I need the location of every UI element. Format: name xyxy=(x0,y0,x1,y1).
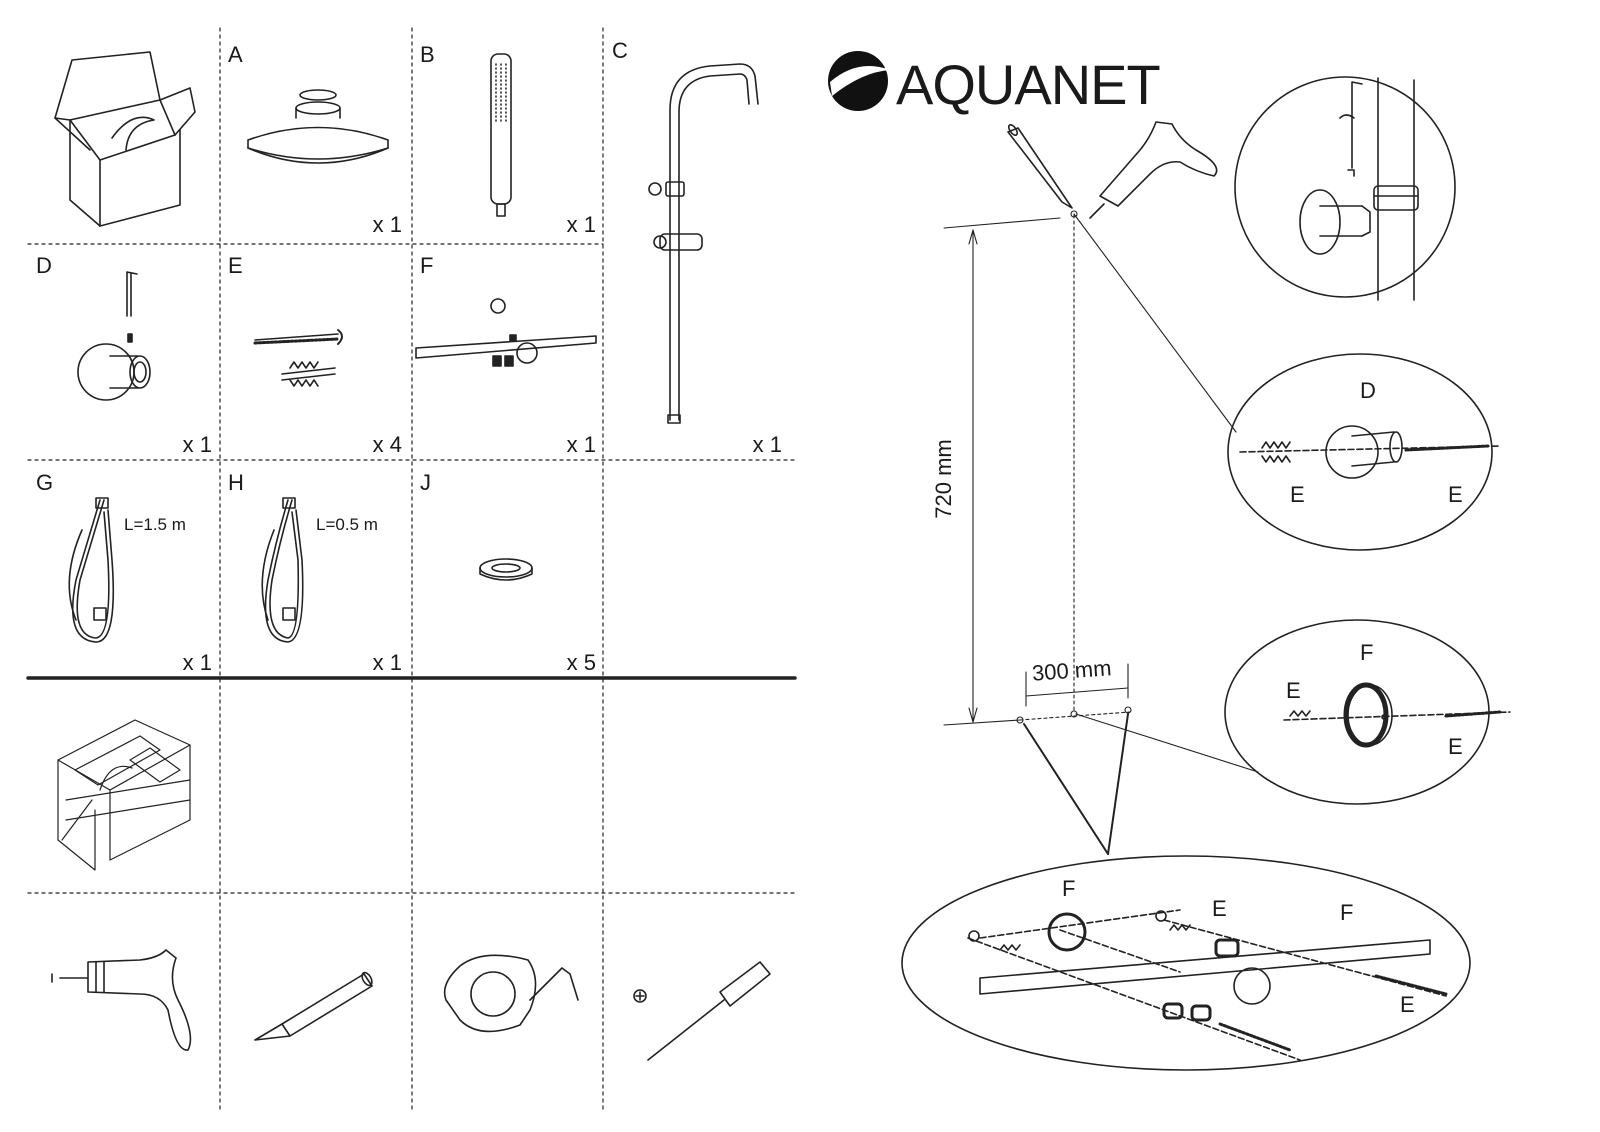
hose-length-g: L=1.5 m xyxy=(124,515,186,534)
screw-anchor-icon xyxy=(253,329,343,387)
marking-pencil-icon xyxy=(1007,123,1073,209)
wall-bracket-icon xyxy=(77,271,151,401)
callout-bar-e-top: E xyxy=(1212,896,1227,921)
qty-f: x 1 xyxy=(566,432,596,457)
part-label-b: B xyxy=(420,42,435,67)
package-box-icon xyxy=(54,51,196,227)
width-dimension: 300 mm xyxy=(1031,655,1113,686)
detail-ellipse-cap xyxy=(1224,619,1511,805)
callout-bar-e-right: E xyxy=(1400,992,1415,1017)
qty-j: x 5 xyxy=(566,650,596,675)
washer-icon xyxy=(479,558,533,581)
shower-head-icon xyxy=(247,89,389,164)
aquanet-logo-icon xyxy=(828,51,890,111)
hand-shower-icon xyxy=(490,53,512,217)
wall-drill-icon xyxy=(1089,121,1218,219)
part-label-d: D xyxy=(36,253,52,278)
hose-length-h: L=0.5 m xyxy=(316,515,378,534)
shower-rail-icon xyxy=(648,63,759,424)
part-label-g: G xyxy=(36,470,54,495)
hose-short-icon xyxy=(261,497,304,643)
height-dimension: 720 mm xyxy=(931,439,956,519)
part-label-a: A xyxy=(228,42,243,67)
brand-name: AQUANET xyxy=(896,53,1161,116)
detail-ellipse-bracket xyxy=(1227,353,1501,551)
callout-cap-f: F xyxy=(1360,640,1374,665)
qty-c: x 1 xyxy=(752,432,782,457)
qty-a: x 1 xyxy=(372,212,402,237)
part-label-h: H xyxy=(228,470,244,495)
parts-grid xyxy=(27,27,796,1113)
tape-measure-icon xyxy=(443,954,579,1033)
pencil-icon xyxy=(254,971,373,1041)
part-label-c: C xyxy=(612,38,628,63)
callout-cap-e-left: E xyxy=(1286,678,1301,703)
bar-icon xyxy=(415,298,597,367)
detail-ellipse-bar xyxy=(901,855,1471,1071)
qty-g: x 1 xyxy=(182,650,212,675)
callout-bracket-e-right: E xyxy=(1448,482,1463,507)
callout-cap-e-right: E xyxy=(1448,734,1463,759)
qty-d: x 1 xyxy=(182,432,212,457)
callout-bracket-e-left: E xyxy=(1290,482,1305,507)
qty-h: x 1 xyxy=(372,650,402,675)
drill-icon xyxy=(51,949,192,1051)
install-sketch-icon xyxy=(57,719,191,871)
qty-e: x 4 xyxy=(372,432,402,457)
detail-circle-hex-key xyxy=(1234,76,1456,301)
part-label-f: F xyxy=(420,253,434,278)
screwdriver-icon xyxy=(633,961,771,1061)
part-label-j: J xyxy=(420,470,431,495)
callout-bracket-d: D xyxy=(1360,378,1376,403)
dimension-lines xyxy=(943,210,1259,855)
qty-b: x 1 xyxy=(566,212,596,237)
callout-bar-f-right: F xyxy=(1340,900,1354,925)
hose-long-icon xyxy=(68,497,115,643)
callout-bar-f-left: F xyxy=(1062,876,1076,901)
part-label-e: E xyxy=(228,253,243,278)
